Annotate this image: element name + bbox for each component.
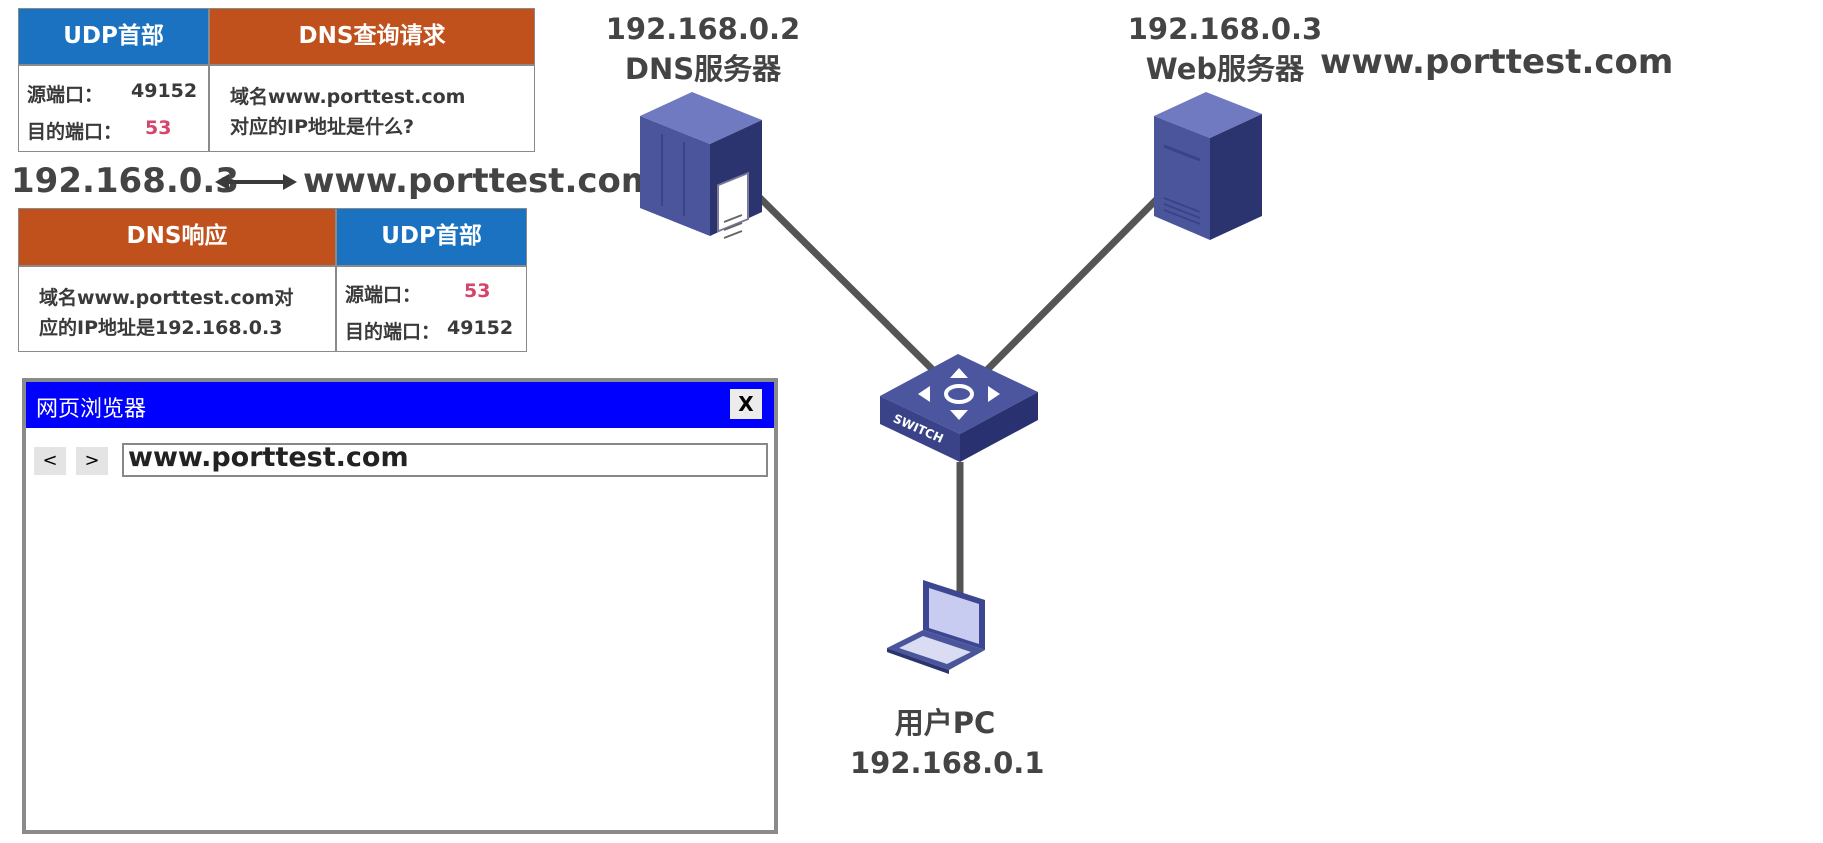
address-bar[interactable]: www.porttest.com [122,442,768,477]
response-udp-header: UDP首部 [336,208,527,266]
browser-window: 网页浏览器 X < > www.porttest.com [22,378,778,834]
link-dns-switch [749,187,938,375]
dns-server-icon [640,92,762,239]
query-src-port-label: 源端口： [27,84,104,106]
web-server-icon [1154,92,1262,240]
query-udp-ports: 源端口： 49152 目的端口： 53 [18,65,209,152]
forward-button[interactable]: > [76,447,108,475]
response-src-port-value: 53 [464,280,491,302]
browser-titlebar: 网页浏览器 X [26,382,774,428]
query-dst-port-label: 目的端口： [27,121,123,143]
response-udp-ports: 源端口： 53 目的端口： 49152 [336,266,527,352]
mapping-domain: www.porttest.com [303,161,657,201]
response-dst-port-label: 目的端口： [345,321,441,343]
dns-server-name: DNS服务器 [624,52,782,86]
close-button[interactable]: X [730,389,762,419]
web-server-domain: www.porttest.com [1320,42,1674,82]
user-pc-ip: 192.168.0.1 [850,746,1045,780]
address-input[interactable]: www.porttest.com [128,442,409,473]
response-dns-header: DNS响应 [18,208,336,266]
dns-server-ip: 192.168.0.2 [605,12,801,46]
link-web-switch [982,193,1163,375]
response-answer-line2: 应的IP地址是192.168.0.3 [39,317,283,339]
query-dst-port-value: 53 [145,117,172,139]
query-src-port-value: 49152 [131,80,198,102]
query-dns-header: DNS查询请求 [209,8,535,65]
query-udp-header: UDP首部 [18,8,209,65]
web-server-name: Web服务器 [1145,52,1305,86]
response-src-port-label: 源端口： [345,284,422,306]
mapping-ip: 192.168.0.3 [11,161,240,201]
response-dst-port-value: 49152 [447,317,514,339]
query-dns-body: 域名www.porttest.com 对应的IP地址是什么? [209,65,535,152]
double-arrow-icon [215,174,297,190]
web-server-label: 192.168.0.3 Web服务器 [1122,9,1328,89]
web-server-ip: 192.168.0.3 [1127,12,1323,46]
response-answer-line1: 域名www.porttest.com对 [39,287,294,309]
query-question-line1: 域名www.porttest.com [230,86,466,108]
switch-icon: SWITCH [880,354,1038,462]
switch-arrows-icon [918,368,1000,420]
response-dns-body: 域名www.porttest.com对 应的IP地址是192.168.0.3 [18,266,336,352]
dns-server-label: 192.168.0.2 DNS服务器 [600,9,806,89]
back-button[interactable]: < [34,447,66,475]
laptop-icon [887,580,985,674]
browser-title: 网页浏览器 [36,397,147,422]
user-pc-label: 用户PC 192.168.0.1 [850,703,1045,783]
user-pc-name: 用户PC [894,706,996,740]
query-question-line2: 对应的IP地址是什么? [230,116,415,138]
